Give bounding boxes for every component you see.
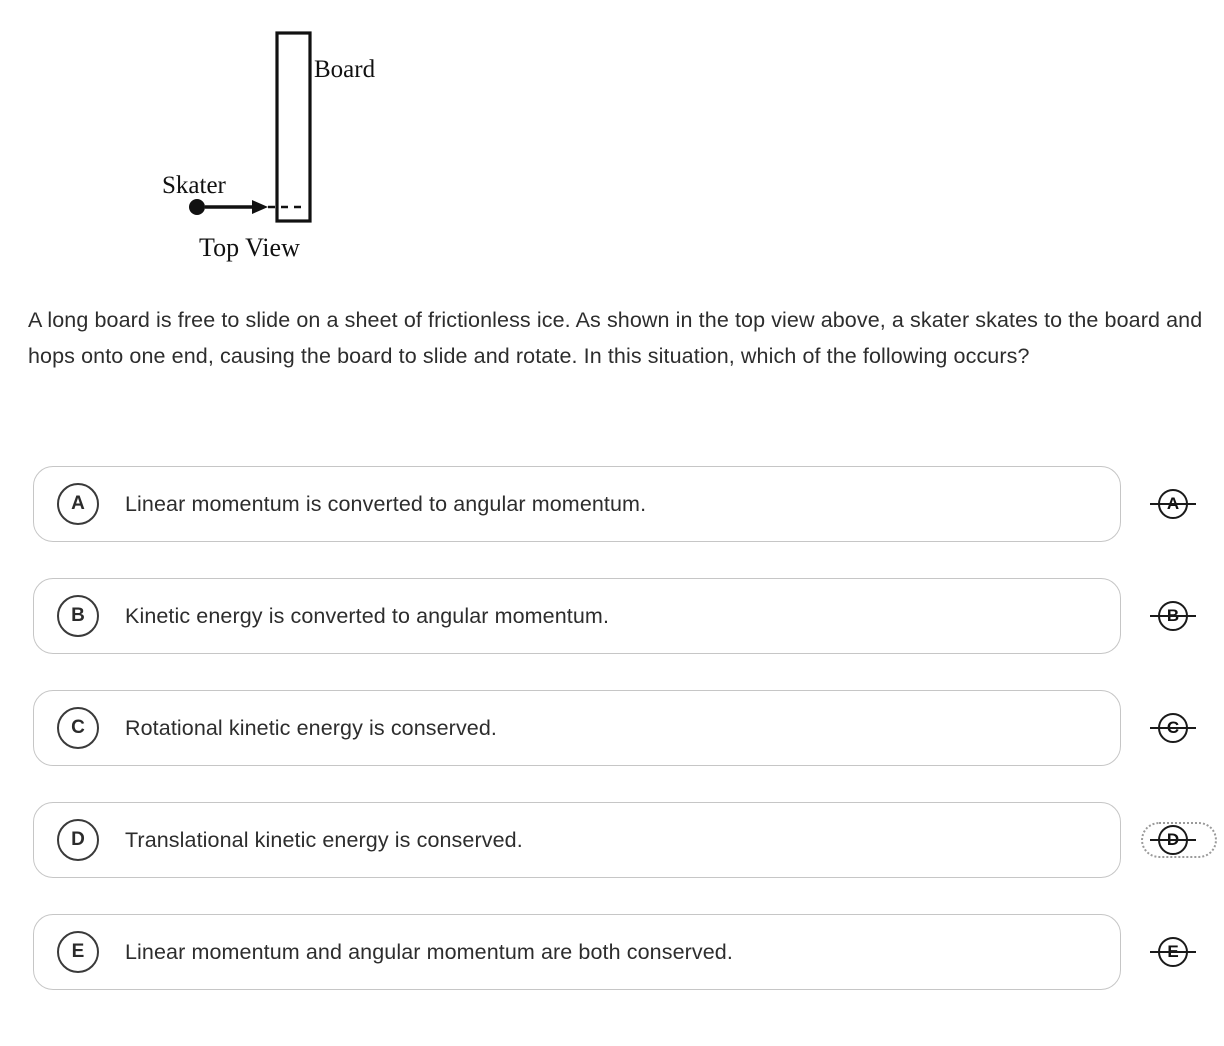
board-rectangle — [275, 31, 312, 223]
choice-text-d: Translational kinetic energy is conserve… — [125, 827, 523, 852]
choice-letter-b: B — [57, 595, 99, 637]
choice-row-e: E Linear momentum and angular momentum a… — [0, 914, 1224, 1026]
choice-text-c: Rotational kinetic energy is conserved. — [125, 715, 497, 740]
choice-text-a: Linear momentum is converted to angular … — [125, 491, 647, 516]
choice-letter-d: D — [57, 819, 99, 861]
choice-letter-e: E — [57, 931, 99, 973]
choice-text-e: Linear momentum and angular momentum are… — [125, 939, 733, 964]
board-label: Board — [314, 56, 376, 83]
choice-letter-c: C — [57, 707, 99, 749]
choice-row-b: B Kinetic energy is converted to angular… — [0, 578, 1224, 690]
strikethrough-icon-b — [1150, 615, 1196, 617]
eliminator-marker-c: C — [1150, 712, 1196, 744]
eliminator-button-c[interactable]: C — [1141, 708, 1205, 748]
strikethrough-icon-d — [1150, 839, 1196, 841]
choice-card-e[interactable]: E Linear momentum and angular momentum a… — [33, 914, 1121, 990]
strikethrough-icon-c — [1150, 727, 1196, 729]
top-view-figure: Board Skater Top View — [0, 0, 1224, 285]
choice-card-c[interactable]: C Rotational kinetic energy is conserved… — [33, 690, 1121, 766]
eliminator-button-b[interactable]: B — [1141, 596, 1205, 636]
eliminator-button-a[interactable]: A — [1141, 484, 1205, 524]
velocity-arrow-head — [252, 200, 268, 214]
choice-row-a: A Linear momentum is converted to angula… — [0, 466, 1224, 578]
top-view-caption: Top View — [199, 233, 300, 262]
choice-card-a[interactable]: A Linear momentum is converted to angula… — [33, 466, 1121, 542]
eliminator-marker-e: E — [1150, 936, 1196, 968]
choice-letter-a: A — [57, 483, 99, 525]
choice-row-d: D Translational kinetic energy is conser… — [0, 802, 1224, 914]
eliminator-marker-a: A — [1150, 488, 1196, 520]
eliminator-marker-b: B — [1150, 600, 1196, 632]
choice-row-c: C Rotational kinetic energy is conserved… — [0, 690, 1224, 802]
choice-text-b: Kinetic energy is converted to angular m… — [125, 603, 610, 628]
answer-choice-list: A Linear momentum is converted to angula… — [0, 466, 1224, 1026]
choice-card-b[interactable]: B Kinetic energy is converted to angular… — [33, 578, 1121, 654]
strikethrough-icon-a — [1150, 503, 1196, 505]
strikethrough-icon-e — [1150, 951, 1196, 953]
question-stem: A long board is free to slide on a sheet… — [28, 308, 1203, 368]
eliminator-button-d[interactable]: D — [1141, 820, 1217, 860]
skater-dot — [189, 199, 205, 215]
choice-card-d[interactable]: D Translational kinetic energy is conser… — [33, 802, 1121, 878]
eliminator-marker-d: D — [1150, 824, 1196, 856]
skater-label: Skater — [162, 172, 227, 199]
eliminator-button-e[interactable]: E — [1141, 932, 1205, 972]
